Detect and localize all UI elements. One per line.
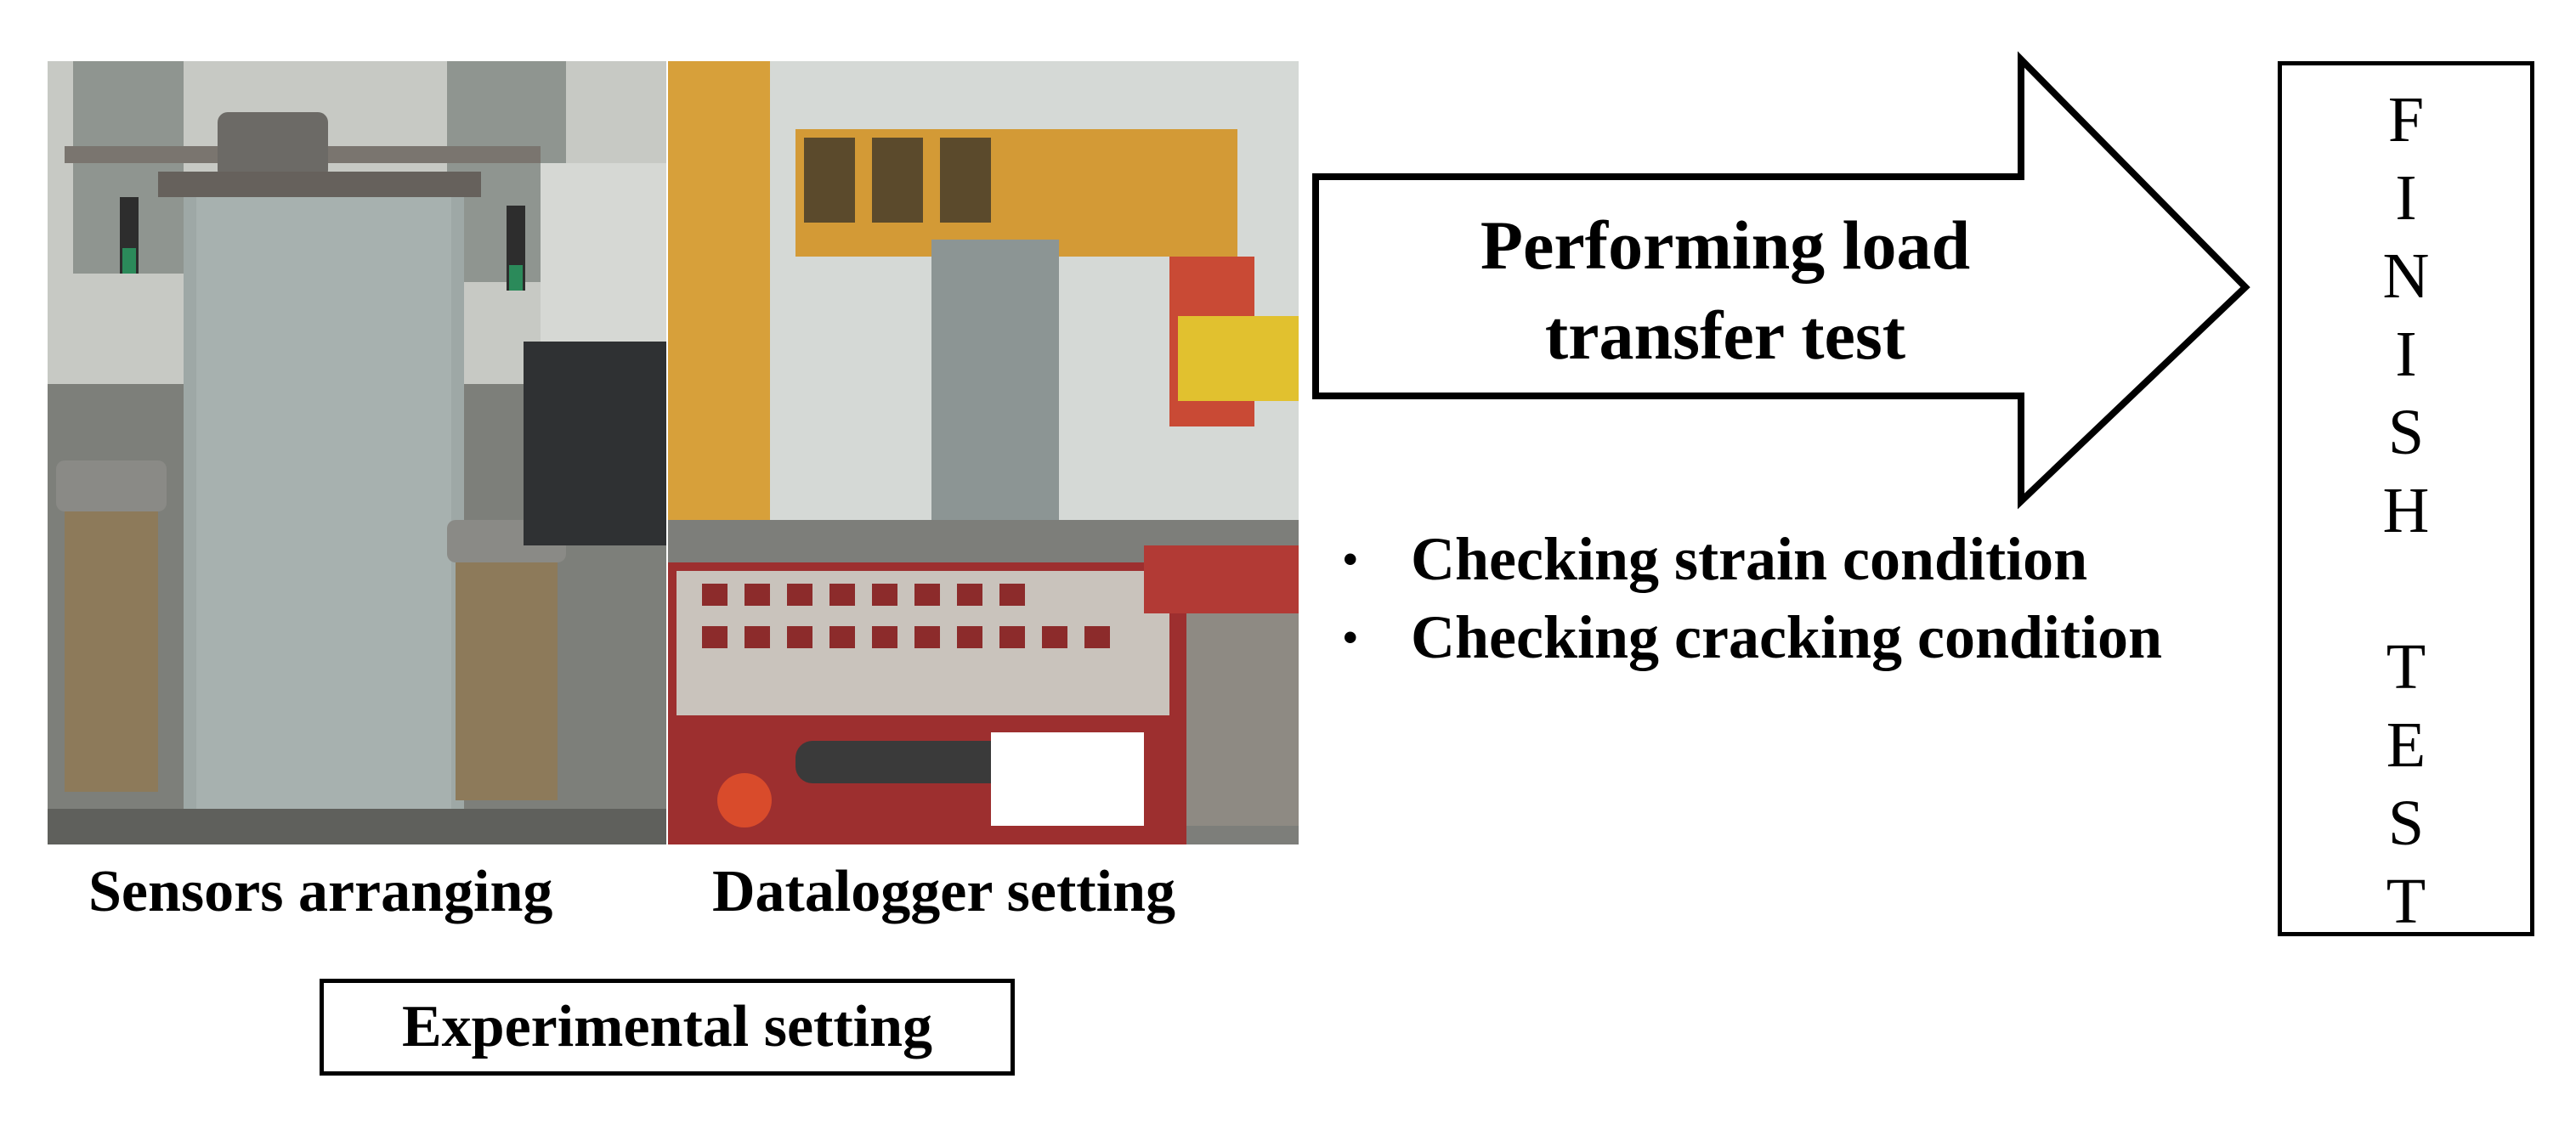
finish-test-letters: F I N I S H T E S T [2282,81,2530,940]
check-item-strain: Checking strain condition [1343,520,2261,598]
arrow-label: Performing load transfer test [1326,201,2125,381]
sensors-arranging-photo [48,61,666,844]
finish-test-box: F I N I S H T E S T [2278,61,2534,937]
experimental-setting-label: Experimental setting [401,994,933,1059]
finish-letter: T [2386,631,2426,703]
finish-letter: H [2382,475,2430,546]
finish-letter: S [2387,397,2425,468]
finish-letter: I [2395,319,2417,390]
finish-letter: S [2387,788,2425,859]
sensors-arranging-caption: Sensors arranging [88,859,553,924]
arrow-label-line-1: Performing load [1480,206,1971,284]
datalogger-setting-caption: Datalogger setting [712,859,1175,924]
check-item-cracking: Checking cracking condition [1343,598,2261,676]
check-list: Checking strain condition Checking crack… [1343,520,2261,676]
datalogger-setting-photo [668,61,1299,844]
finish-letter: E [2386,709,2426,781]
finish-letter: I [2395,162,2417,234]
finish-letter: T [2386,866,2426,937]
finish-letter: N [2382,240,2430,312]
finish-letter-gap [2282,550,2530,628]
finish-letter: F [2387,84,2425,155]
experimental-setting-box: Experimental setting [320,979,1015,1076]
arrow-label-line-2: transfer test [1544,297,1906,374]
process-arrow [1312,51,2250,510]
